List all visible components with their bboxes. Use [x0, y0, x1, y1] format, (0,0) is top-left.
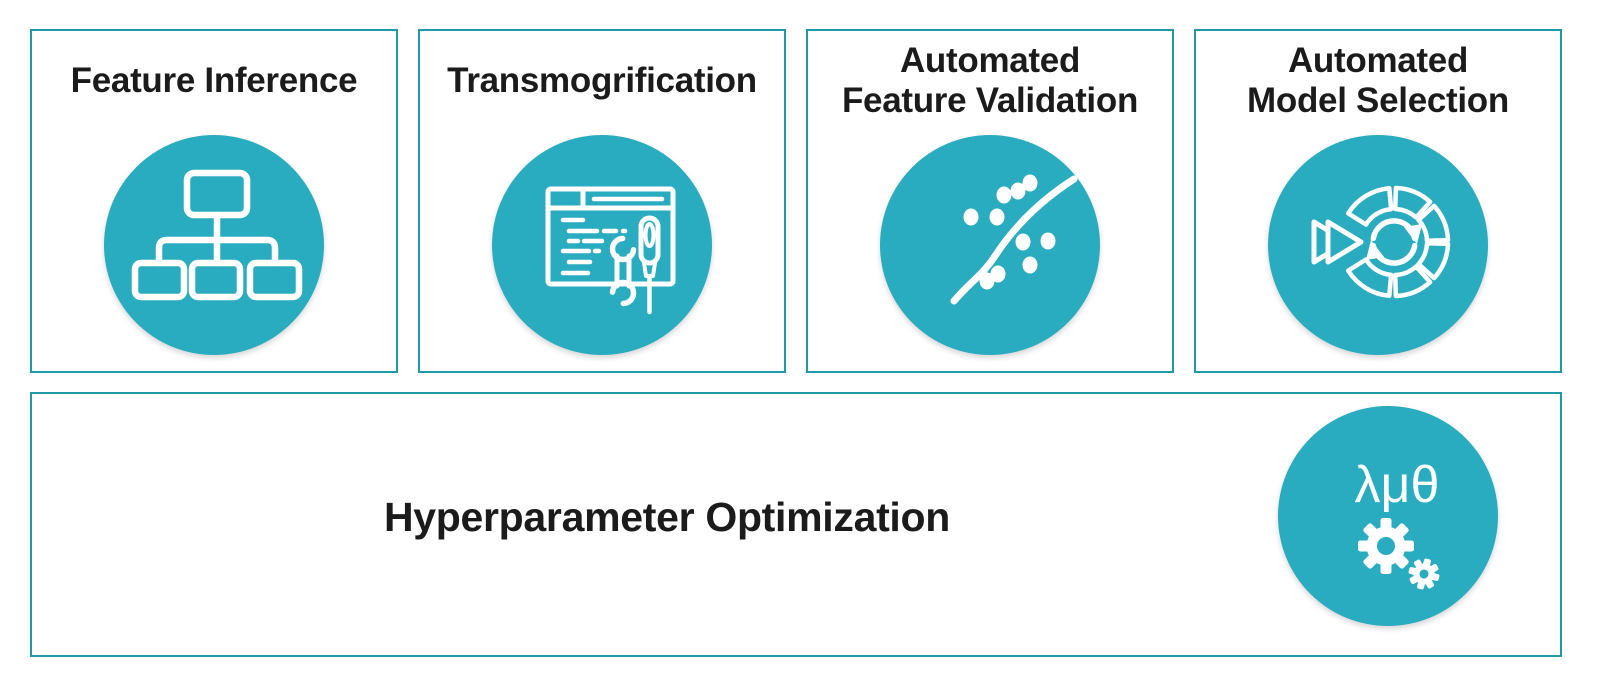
- card-title-line: Feature Inference: [70, 61, 358, 100]
- banner-hyperparameter-optimization: Hyperparameter Optimization λμθ: [30, 392, 1562, 657]
- hyperparameter-gears-icon: λμθ: [1355, 456, 1440, 590]
- gear-large-icon: [1358, 518, 1414, 574]
- card-title: Transmogrification: [420, 31, 784, 131]
- banner-title: Hyperparameter Optimization: [383, 494, 951, 540]
- refresh-arrows-icon: [1366, 218, 1422, 266]
- model-selection-circle: [1268, 135, 1488, 355]
- gear-small-icon: [1408, 558, 1440, 590]
- card-automated-feature-validation: Automated Feature Validation: [806, 29, 1174, 373]
- screwdriver-icon: [638, 215, 661, 315]
- hyperparameter-circle: λμθ: [1278, 406, 1498, 626]
- feature-inference-circle: [104, 135, 324, 355]
- wrench-icon: [609, 235, 637, 307]
- card-title: Automated Feature Validation: [808, 31, 1172, 131]
- hierarchy-tree-icon: [131, 169, 303, 301]
- scatter-dots: [963, 174, 1056, 290]
- card-transmogrification: Transmogrification: [418, 29, 786, 373]
- greek-symbols-text: λμθ: [1355, 456, 1440, 514]
- card-automated-model-selection: Automated Model Selection: [1194, 29, 1562, 373]
- card-title: Feature Inference: [32, 31, 396, 131]
- model-cycle-icon: [1311, 185, 1451, 299]
- card-title-line: Transmogrification: [447, 61, 757, 100]
- fast-forward-icon: [1311, 219, 1364, 265]
- feature-validation-circle: [880, 135, 1100, 355]
- card-feature-inference: Feature Inference: [30, 29, 398, 373]
- window-tools-icon: [545, 186, 676, 315]
- scatter-fit-curve-icon: [950, 174, 1078, 305]
- card-title-line: Automated: [1287, 41, 1469, 80]
- transmogrification-circle: [492, 135, 712, 355]
- card-title-line: Automated: [899, 41, 1081, 80]
- card-title-line: Feature Validation: [841, 81, 1139, 120]
- card-title: Automated Model Selection: [1196, 31, 1560, 131]
- card-title-line: Model Selection: [1247, 81, 1509, 120]
- segmented-ring: [1345, 185, 1451, 299]
